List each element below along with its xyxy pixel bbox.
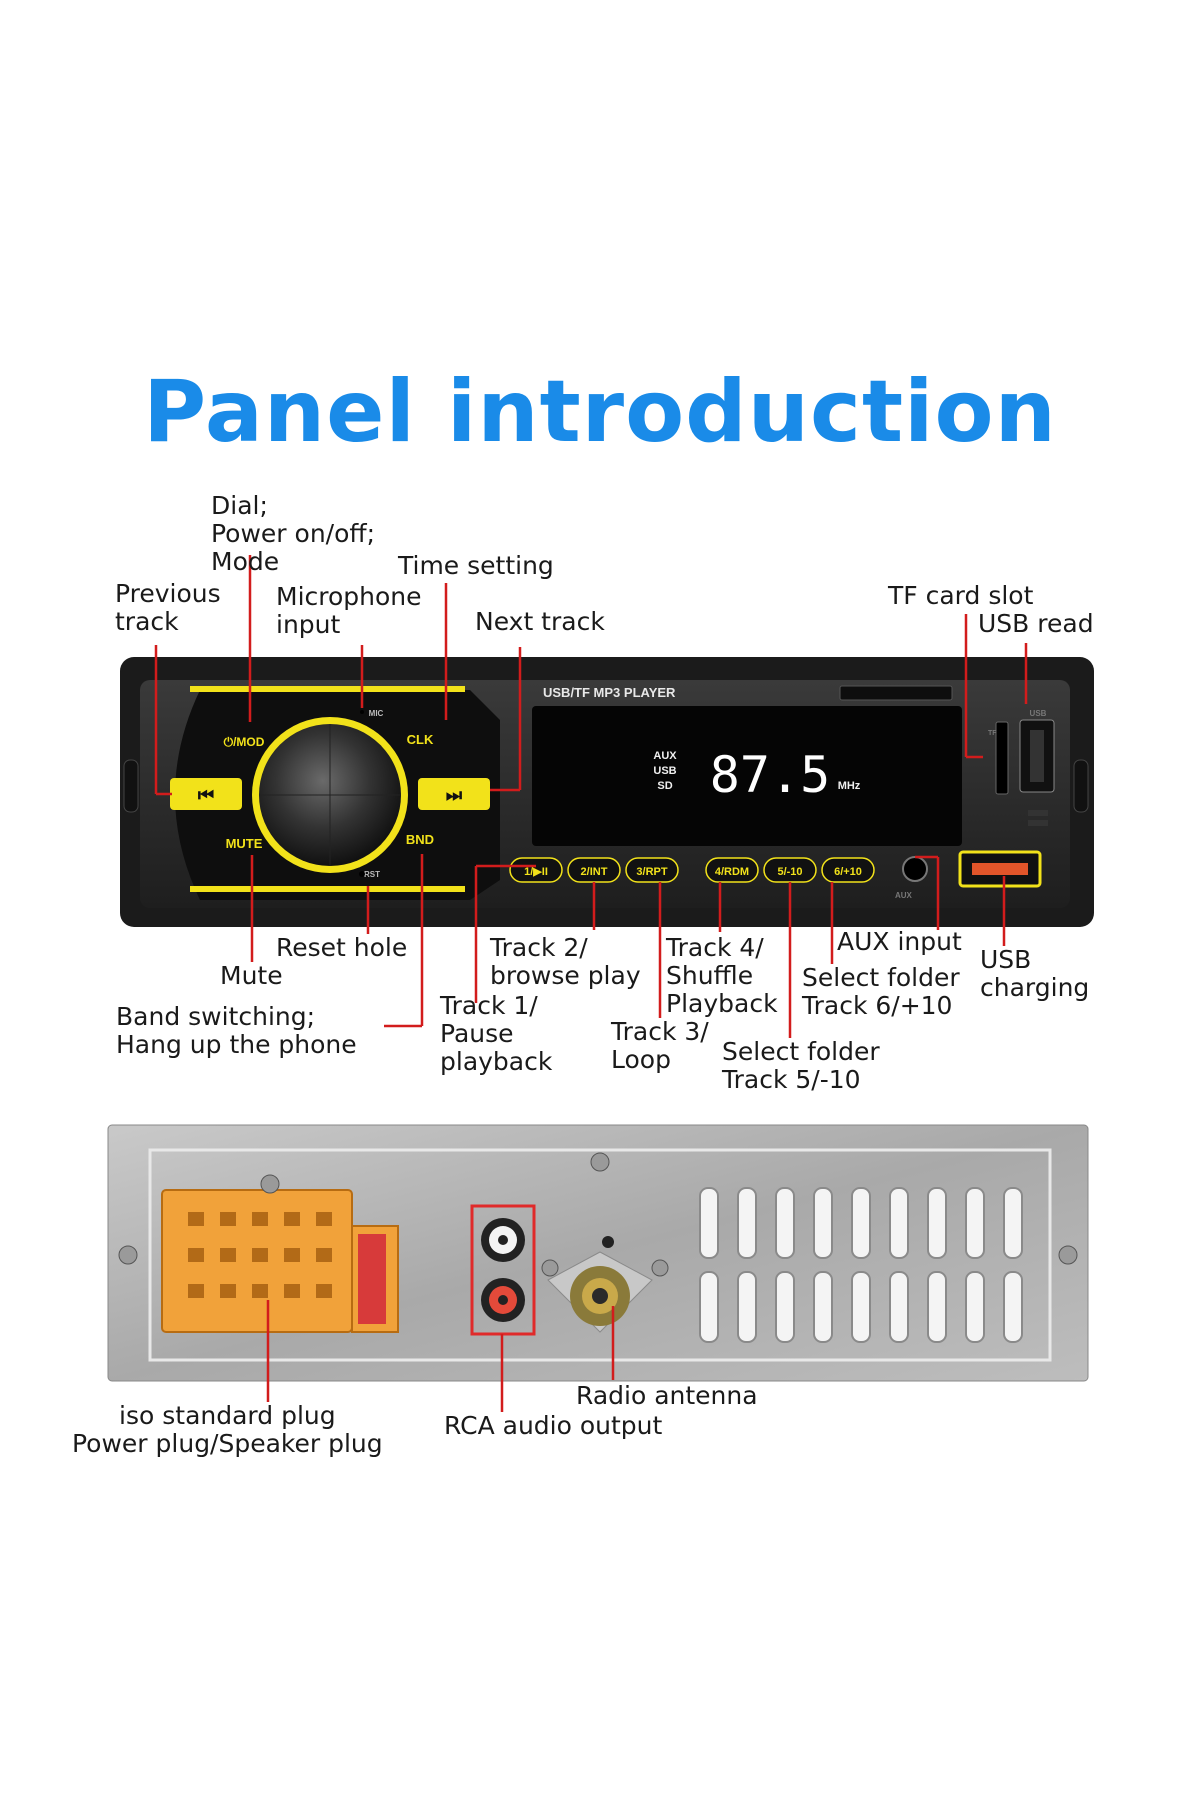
label-band-switching: Band switching; Hang up the phone [116,1002,357,1059]
button-1 [509,857,563,883]
front-panel: ⏮ ⏭ ⏻/MOD CLK MUTE BND MIC RST USB/TF MP… [120,657,1094,927]
previous-icon: ⏮ [198,785,214,805]
label-radio-antenna: Radio antenna [576,1381,758,1410]
label-track-3: Track 3/ Loop [611,1017,709,1074]
rst-label: RST [364,870,380,879]
display-source-usb: USB [653,765,676,777]
next-icon: ⏭ [446,785,463,805]
label-track-4: Track 4/ Shuffle Playback [666,933,778,1018]
label-tf-card-slot: TF card slot [888,581,1034,610]
iso-connector [161,1189,399,1333]
svg-text:6/+10: 6/+10 [834,866,862,878]
page-title: Panel introduction [143,362,1057,462]
label-track-2: Track 2/ browse play [490,933,641,990]
button-3 [625,857,679,883]
aux-input-jack [902,856,928,882]
label-time-setting: Time setting [398,551,554,580]
display-source-aux: AUX [653,750,677,762]
label-next-track: Next track [475,607,605,636]
mod-label: ⏻/MOD [224,735,265,749]
label-select-folder-6: Select folder Track 6/+10 [802,963,960,1020]
label-dial: Dial; Power on/off; Mode [211,491,376,576]
bottom-light-strip [190,886,465,892]
lcd-display [532,706,962,846]
svg-text:1/▶II: 1/▶II [524,866,548,878]
svg-text:2/INT: 2/INT [581,866,608,878]
button-4 [705,857,759,883]
display-frequency: 87.5 [710,746,830,804]
label-iso-plug: iso standard plug Power plug/Speaker plu… [72,1401,383,1458]
mute-label: MUTE [226,836,263,851]
label-usb-charging: USB charging [980,945,1090,1002]
brand-label: USB/TF MP3 PLAYER [543,685,676,700]
rca-jacks [470,1204,536,1336]
next-track-button [418,778,490,810]
button-6 [821,857,875,883]
svg-text:3/RPT: 3/RPT [636,866,667,878]
microphone-hole [360,710,364,714]
label-select-folder-5: Select folder Track 5/-10 [722,1037,880,1094]
svg-text:5/-10: 5/-10 [777,866,802,878]
label-rca-output: RCA audio output [444,1411,663,1440]
bnd-label: BND [406,832,434,847]
tf-card-slot [995,721,1009,795]
label-track-1: Track 1/ Pause playback [440,991,553,1076]
leader-lines [154,555,1028,1412]
svg-text:AUX: AUX [895,891,913,900]
ventilation-slots [699,1187,1023,1343]
label-mute: Mute [220,961,283,990]
top-light-strip [190,686,465,692]
clk-label: CLK [407,732,434,747]
label-usb-read: USB read [978,609,1094,638]
svg-text:4/RDM: 4/RDM [715,866,749,878]
radio-antenna-socket [547,1251,653,1333]
preset-buttons: 1/▶II 2/INT 3/RPT 4/RDM 5/-10 6/+10 [509,857,875,883]
svg-text:USB: USB [1030,709,1047,718]
mic-label: MIC [369,709,384,718]
display-unit: MHz [838,780,861,792]
label-reset-hole: Reset hole [276,933,408,962]
label-previous-track: Previous track [115,579,221,636]
screws [118,1152,1078,1277]
reset-hole [359,871,365,877]
svg-text:TF: TF [988,730,997,737]
display-source-sd: SD [657,780,672,792]
label-aux-input: AUX input [837,927,962,956]
label-microphone-input: Microphone input [276,582,422,639]
back-panel [107,1124,1089,1382]
previous-track-button [170,778,242,810]
